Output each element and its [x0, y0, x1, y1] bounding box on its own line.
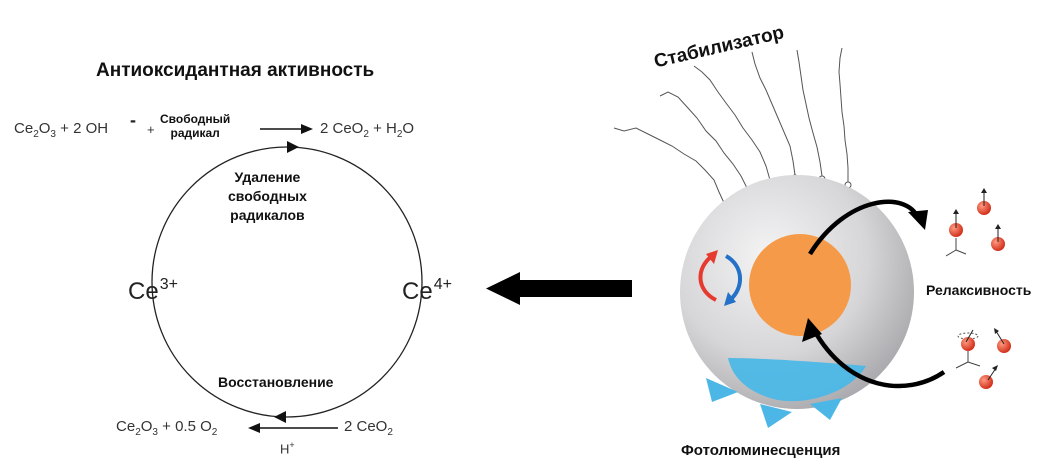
ion-charge: 3+: [159, 276, 178, 293]
eq-sub: 2: [211, 427, 218, 438]
aligned-spins: [945, 188, 1005, 257]
eq-sub: 2: [135, 427, 141, 438]
spin-particle: [955, 329, 981, 369]
random-spins: [955, 328, 1011, 389]
eq-text: Ce: [116, 418, 136, 435]
free-radical-label: Свободный радикал: [160, 112, 230, 140]
cerium-3-ion: Ce3+: [128, 276, 178, 306]
eq-text: O: [402, 120, 415, 137]
eq-text: O: [38, 120, 51, 137]
eq-text: 2 CeO: [344, 418, 388, 435]
spin-particle: [994, 328, 1011, 353]
oxidation-arrow-red: [698, 254, 718, 302]
eq-text: O: [140, 418, 153, 435]
eq-sub: 2: [363, 129, 369, 140]
proton-catalyst: H+: [280, 440, 295, 456]
bottom-equation-lhs: Ce2O3 + 0.5 O2: [116, 418, 217, 438]
restoration-label: Восстановление: [218, 374, 334, 390]
spin-particle: [945, 209, 967, 257]
top-equation-rhs: 2 CeO2 + H2O: [320, 120, 414, 140]
eq-text: + H: [373, 120, 397, 137]
cycle-bottom-arrowhead: [274, 411, 286, 423]
radical-scavenging-label: Удаление свободных радикалов: [228, 168, 307, 225]
eq-text: + 2 OH: [60, 120, 109, 137]
eq-sup: +: [289, 440, 295, 450]
ion-symbol: Ce: [402, 278, 433, 305]
scavenge-line: Удаление: [234, 169, 301, 185]
spin-particle: [991, 224, 1005, 251]
blue-arrowhead: [724, 292, 736, 306]
samarium-core: [749, 234, 851, 336]
bottom-equation-rhs: 2 CeO2: [344, 418, 393, 438]
relaxation-arrow-in: [812, 328, 946, 389]
eq-sub: 2: [396, 129, 403, 140]
eq-sub: 3: [152, 427, 158, 438]
eq-text: H: [280, 441, 290, 457]
relaxation-arrowhead-in: [802, 318, 822, 342]
spin-particle: [977, 188, 991, 215]
eq-sub: 3: [50, 129, 56, 140]
eq-sub: 2: [33, 129, 39, 140]
photoluminescence-label: Фотолюминесценция: [681, 442, 841, 459]
free-radical-line: Свободный: [160, 112, 231, 126]
relaxivity-label: Релаксивность: [926, 282, 1032, 298]
radical-plus: +: [147, 122, 155, 137]
eq-text: + 0.5 O: [162, 418, 212, 435]
scavenge-line: радикалов: [230, 207, 305, 223]
photoluminescence-glow: [706, 358, 866, 428]
eq-sub: 2: [387, 427, 393, 438]
redox-cycle-circle: [151, 146, 423, 418]
big-left-arrow-icon: [486, 272, 632, 305]
cycle-top-arrowhead: [287, 141, 299, 153]
red-arrowhead: [706, 250, 718, 264]
eq-text: 2 CeO: [320, 120, 364, 137]
antioxidant-title: Антиоксидантная активность: [96, 60, 375, 81]
top-equation-lhs: Ce2O3 + 2 OH: [14, 120, 108, 140]
ion-charge: 4+: [433, 276, 452, 293]
hydroxide-charge: -: [130, 110, 136, 130]
relaxation-arrow-out: [808, 199, 921, 256]
reduction-arrow-blue: [724, 254, 742, 302]
scavenge-line: свободных: [228, 188, 307, 204]
stabilizer-chains: [613, 47, 849, 206]
spin-particle: [979, 365, 998, 389]
cerium-4-ion: Ce4+: [402, 276, 452, 306]
top-reaction-arrow: [260, 124, 313, 134]
free-radical-line: радикал: [170, 126, 220, 140]
eq-text: Ce: [14, 120, 34, 137]
bottom-reaction-arrow: [248, 423, 338, 433]
relaxation-arrowhead-out: [908, 210, 928, 230]
